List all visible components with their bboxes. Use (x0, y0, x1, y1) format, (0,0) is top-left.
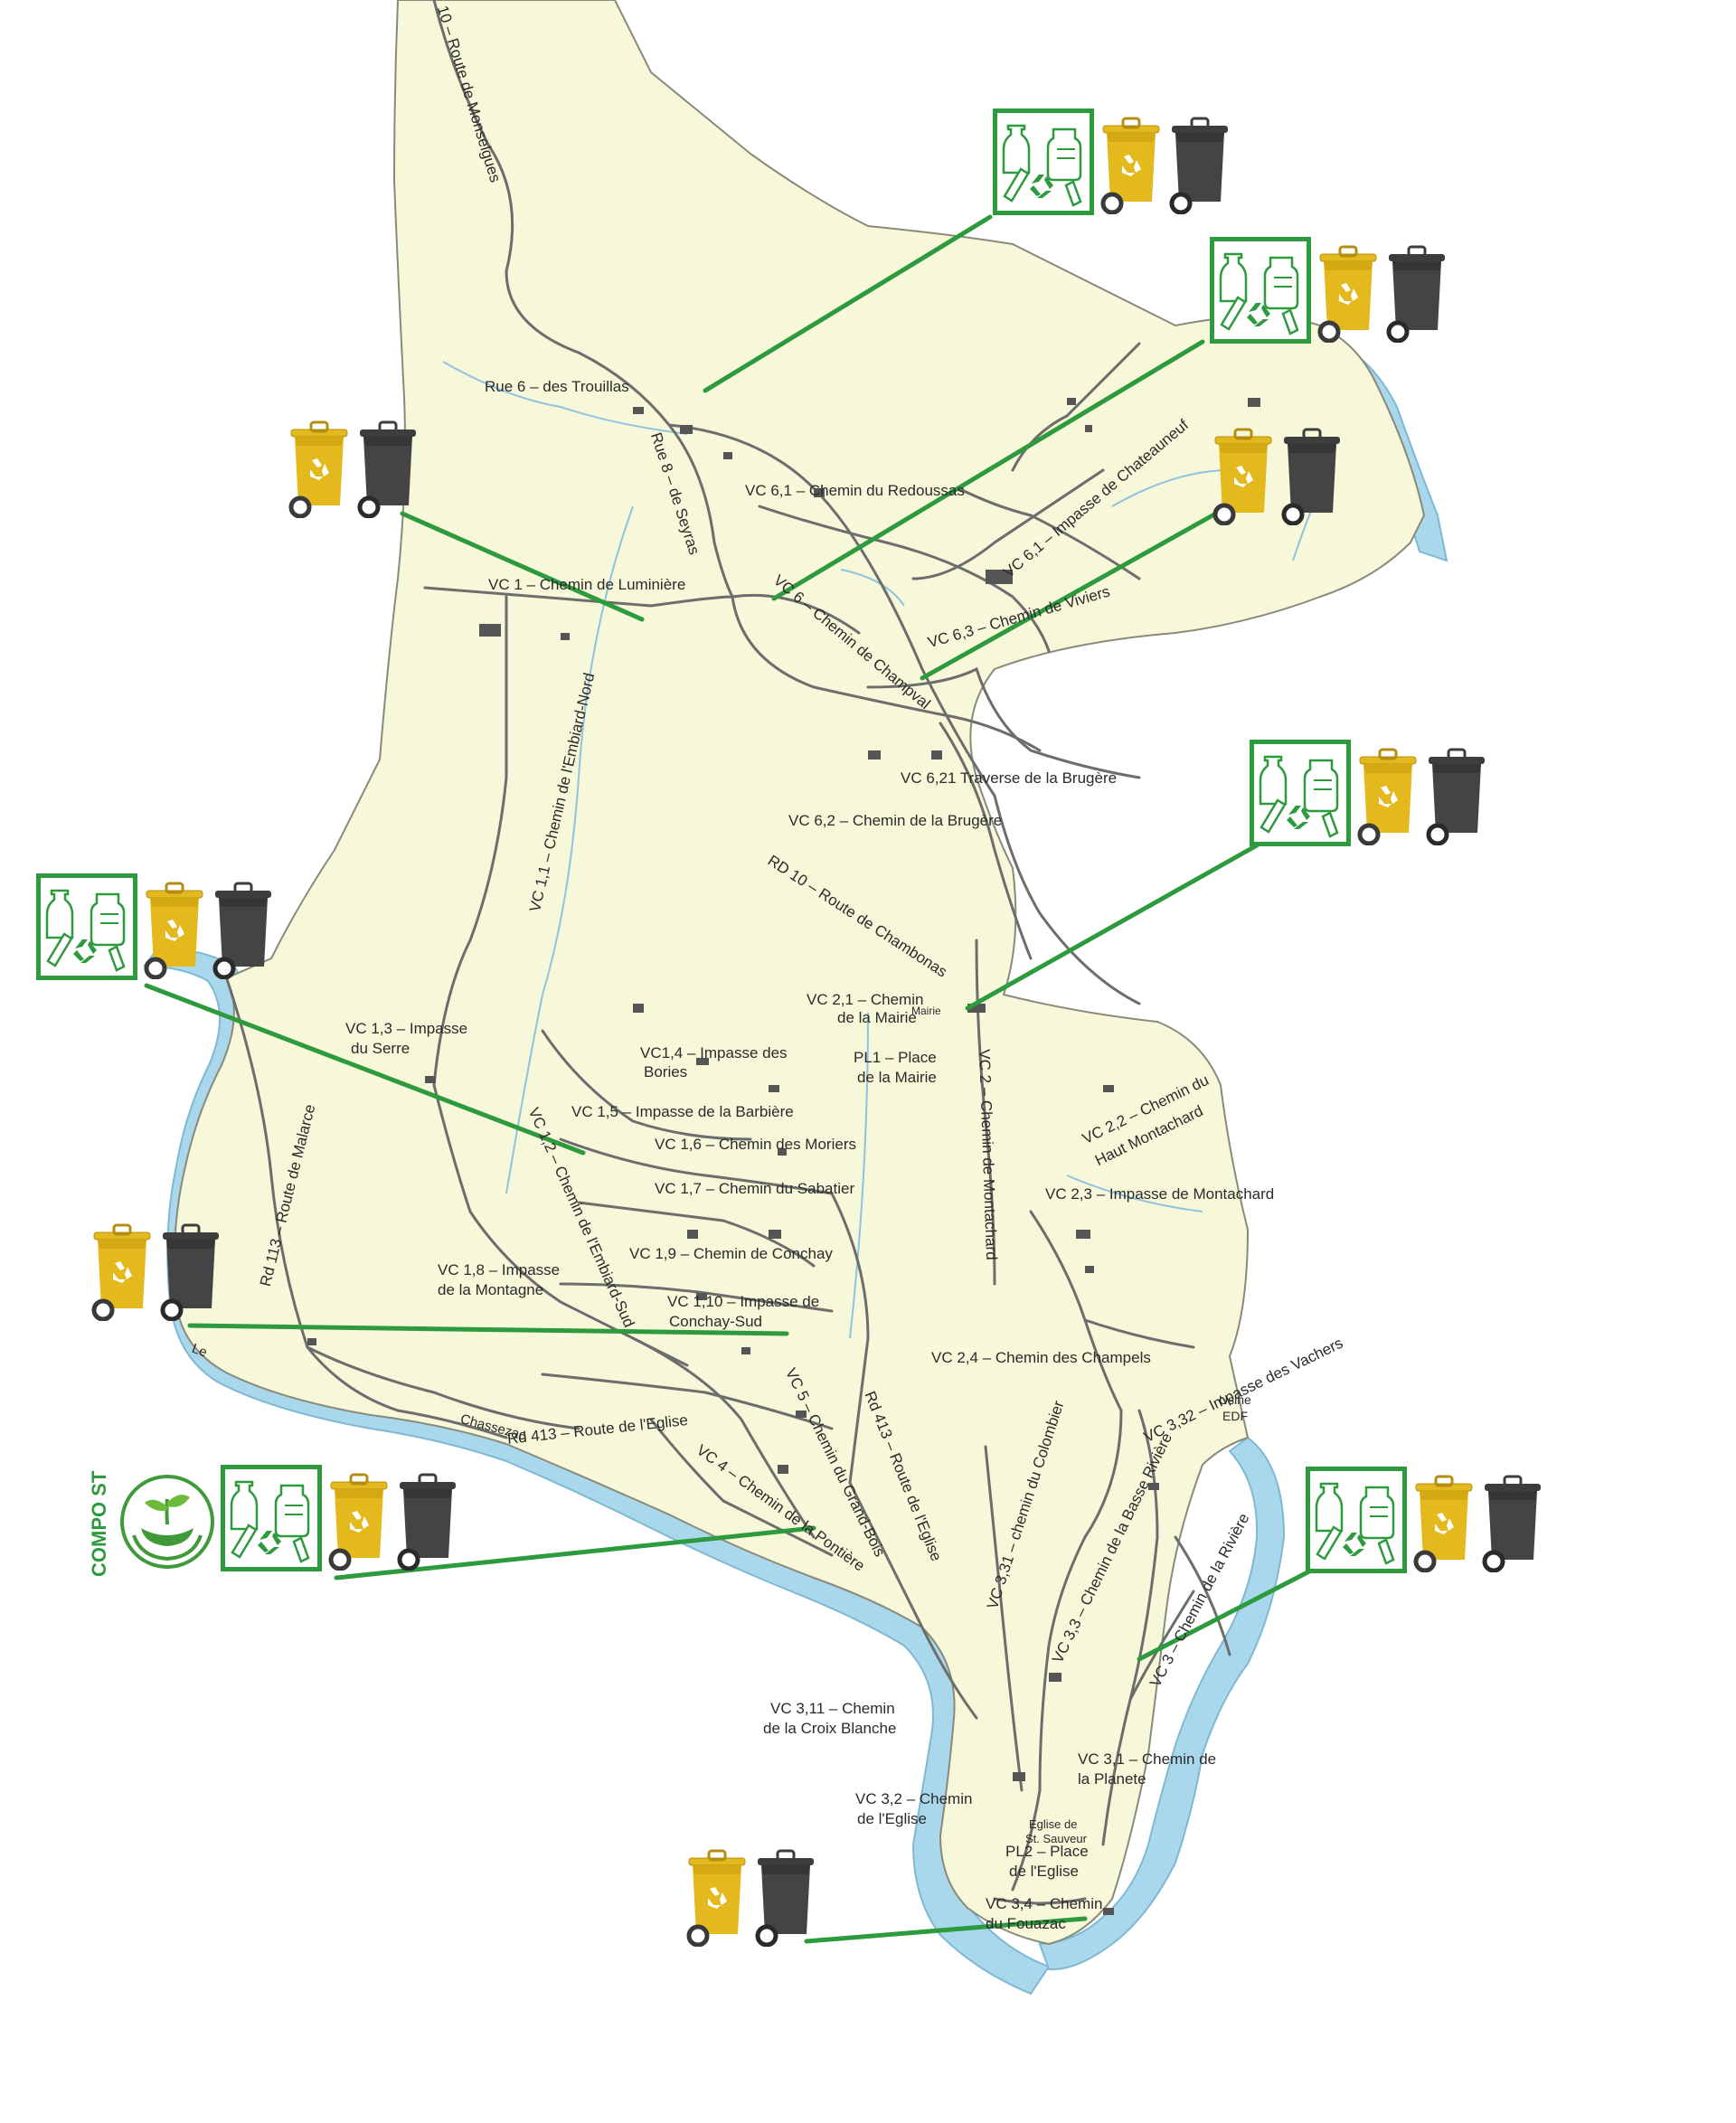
label-vc15: VC 1,5 – Impasse de la Barbière (571, 1103, 794, 1120)
glass-and-packaging-sorting-icon (1210, 237, 1311, 344)
label-vc62: VC 6,2 – Chemin de la Brugère (788, 812, 1003, 829)
label-vc21-b: de la Mairie (837, 1009, 917, 1026)
compost-hands-sprout-icon (120, 1475, 214, 1569)
yellow-recycling-bin-icon (1412, 1472, 1476, 1573)
collection-point-8[interactable] (221, 1465, 459, 1571)
glass-and-packaging-sorting-icon (1306, 1467, 1407, 1573)
glass-and-packaging-sorting-icon (221, 1465, 322, 1571)
household-waste-bin-icon (396, 1470, 459, 1571)
label-vc18-a: VC 1,8 – Impasse (438, 1261, 561, 1279)
glass-and-packaging-sorting-icon (993, 109, 1094, 215)
yellow-recycling-bin-icon (1099, 114, 1163, 215)
compost-label: COMPO ST (88, 1470, 110, 1577)
yellow-recycling-bin-icon (685, 1846, 749, 1948)
buildings (307, 398, 1260, 1915)
label-eglise-a: Eglise de (1029, 1817, 1078, 1831)
label-rue6: Rue 6 – des Trouillas (485, 378, 629, 395)
label-eglise-b: St. Sauveur (1025, 1832, 1087, 1845)
yellow-recycling-bin-icon (1212, 425, 1275, 526)
label-vc311-b: de la Croix Blanche (763, 1720, 897, 1737)
label-vc621: VC 6,21 Traverse de la Brugère (901, 769, 1118, 787)
label-pl2-b: de l'Eglise (1009, 1863, 1079, 1880)
glass-and-packaging-sorting-icon (1250, 740, 1351, 846)
label-vc110-b: Conchay-Sud (669, 1313, 763, 1330)
collection-point-4[interactable] (1212, 425, 1344, 526)
household-waste-bin-icon (1385, 242, 1448, 344)
yellow-recycling-bin-icon (1356, 745, 1420, 846)
label-vc34-b: du Fouazac (986, 1915, 1066, 1932)
label-vc13-a: VC 1,3 – Impasse (345, 1020, 468, 1037)
label-vc61: VC 6,1 – Chemin du Redoussas (745, 482, 965, 499)
collection-point-7[interactable] (90, 1221, 222, 1322)
collection-point-6[interactable] (36, 873, 275, 980)
connector-lines (144, 214, 1312, 1944)
yellow-recycling-bin-icon (327, 1470, 391, 1571)
collection-point-1[interactable] (993, 109, 1231, 215)
yellow-recycling-bin-icon (143, 879, 206, 980)
label-mairie: Mairie (911, 1005, 941, 1017)
label-vc31-a: VC 3,1 – Chemin de (1078, 1750, 1217, 1768)
label-pl1-a: PL1 – Place (854, 1049, 937, 1066)
collection-point-2[interactable] (1210, 237, 1448, 344)
label-vc311-a: VC 3,11 – Chemin (770, 1700, 895, 1717)
household-waste-bin-icon (1280, 425, 1344, 526)
label-vc21-a: VC 2,1 – Chemin (807, 991, 924, 1008)
collection-point-3[interactable] (288, 418, 420, 519)
household-waste-bin-icon (1481, 1472, 1544, 1573)
label-vc1: VC 1 – Chemin de Luminière (488, 576, 686, 593)
label-vc32-b: de l'Eglise (857, 1810, 927, 1827)
household-waste-bin-icon (1168, 114, 1231, 215)
compost-point[interactable]: COMPO ST (88, 1467, 224, 1582)
label-pl2-a: PL2 – Place (1005, 1843, 1089, 1860)
household-waste-bin-icon (754, 1846, 817, 1948)
household-waste-bin-icon (212, 879, 275, 980)
label-pl1-b: de la Mairie (857, 1069, 937, 1086)
label-vc14-b: Bories (644, 1063, 688, 1080)
label-vc13-b: du Serre (351, 1040, 410, 1057)
label-vc19: VC 1,9 – Chemin de Conchay (629, 1245, 833, 1262)
yellow-recycling-bin-icon (90, 1221, 154, 1322)
label-vc110-a: VC 1,10 – Impasse de (667, 1293, 820, 1310)
south-east-river (1038, 1436, 1286, 1971)
label-vc18-b: de la Montagne (438, 1281, 544, 1298)
label-vc14-a: VC1,4 – Impasse des (640, 1044, 788, 1062)
label-usine-a: Usine (1219, 1392, 1251, 1407)
collection-point-10[interactable] (685, 1846, 817, 1948)
household-waste-bin-icon (1425, 745, 1488, 846)
household-waste-bin-icon (159, 1221, 222, 1322)
road-network (224, 0, 1231, 1905)
yellow-recycling-bin-icon (288, 418, 351, 519)
collection-point-9[interactable] (1306, 1467, 1544, 1573)
collection-point-5[interactable] (1250, 740, 1488, 846)
label-vc31-b: la Planete (1078, 1770, 1146, 1788)
yellow-recycling-bin-icon (1316, 242, 1380, 344)
household-waste-bin-icon (356, 418, 420, 519)
label-vc16: VC 1,6 – Chemin des Moriers (655, 1136, 856, 1153)
glass-and-packaging-sorting-icon (36, 873, 137, 980)
label-vc24: VC 2,4 – Chemin des Champels (931, 1349, 1151, 1366)
label-usine-b: EDF (1222, 1409, 1248, 1423)
label-vc17: VC 1,7 – Chemin du Sabatier (655, 1180, 855, 1197)
label-vc23: VC 2,3 – Impasse de Montachard (1045, 1185, 1275, 1203)
label-vc32-a: VC 3,2 – Chemin (855, 1790, 973, 1807)
label-vc34-a: VC 3,4 – Chemin (986, 1895, 1103, 1912)
